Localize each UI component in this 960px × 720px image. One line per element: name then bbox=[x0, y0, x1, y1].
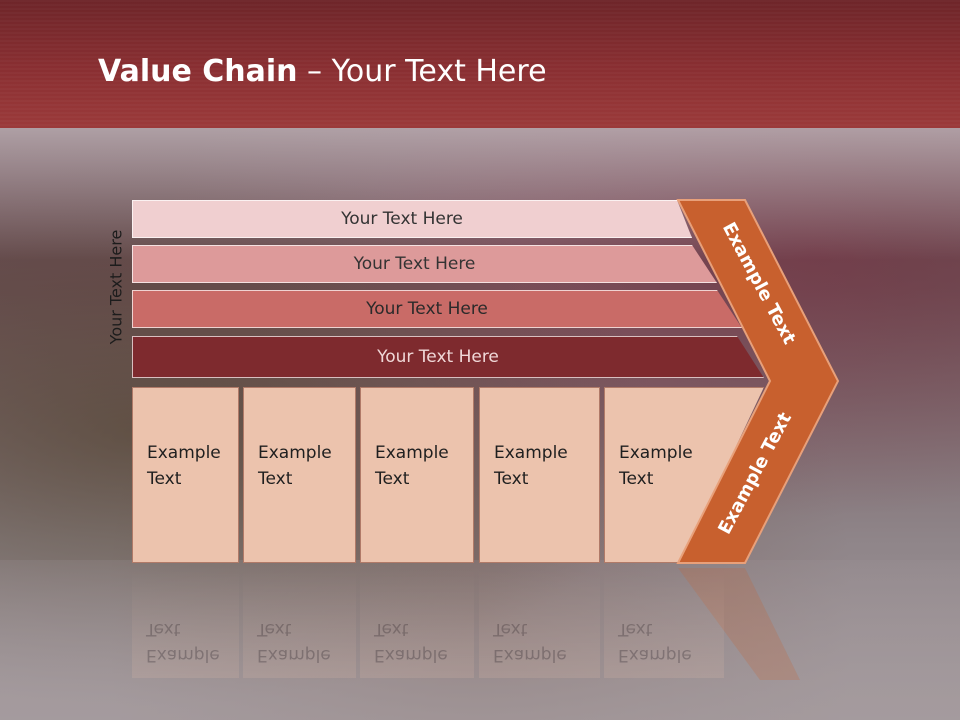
header-texture bbox=[0, 0, 960, 128]
title-rest: – Your Text Here bbox=[297, 54, 547, 89]
bar-2[interactable]: Your Text Here bbox=[132, 245, 717, 283]
box-1-line2: Text bbox=[147, 469, 182, 489]
box-2-line1: Example bbox=[258, 443, 332, 463]
bar-3-label: Your Text Here bbox=[366, 299, 488, 319]
bar-3[interactable]: Your Text Here bbox=[132, 290, 742, 328]
bar-2-label: Your Text Here bbox=[353, 254, 476, 274]
box-4-line2: Text bbox=[494, 469, 529, 489]
chevron-shape[interactable] bbox=[676, 199, 840, 564]
slide-title[interactable]: Value Chain – Your Text Here bbox=[98, 54, 547, 89]
bar-4-label: Your Text Here bbox=[377, 347, 499, 367]
title-bold: Value Chain bbox=[98, 54, 298, 89]
box-5-line2: Text bbox=[619, 469, 654, 489]
box-3-line1: Example bbox=[375, 443, 449, 463]
box-2-line2: Text bbox=[258, 469, 293, 489]
box-3-line2: Text bbox=[375, 469, 410, 489]
box-5-line1: Example bbox=[619, 443, 693, 463]
title-header: Value Chain – Your Text Here bbox=[0, 0, 960, 128]
bar-4[interactable]: Your Text Here bbox=[132, 336, 764, 378]
box-1-line1: Example bbox=[147, 443, 221, 463]
bar-1-label: Your Text Here bbox=[341, 209, 463, 229]
chevron-reflection bbox=[678, 568, 800, 680]
background-bottom-fade bbox=[0, 560, 960, 720]
box-4-line1: Example bbox=[494, 443, 568, 463]
bar-1[interactable]: Your Text Here bbox=[132, 200, 692, 238]
